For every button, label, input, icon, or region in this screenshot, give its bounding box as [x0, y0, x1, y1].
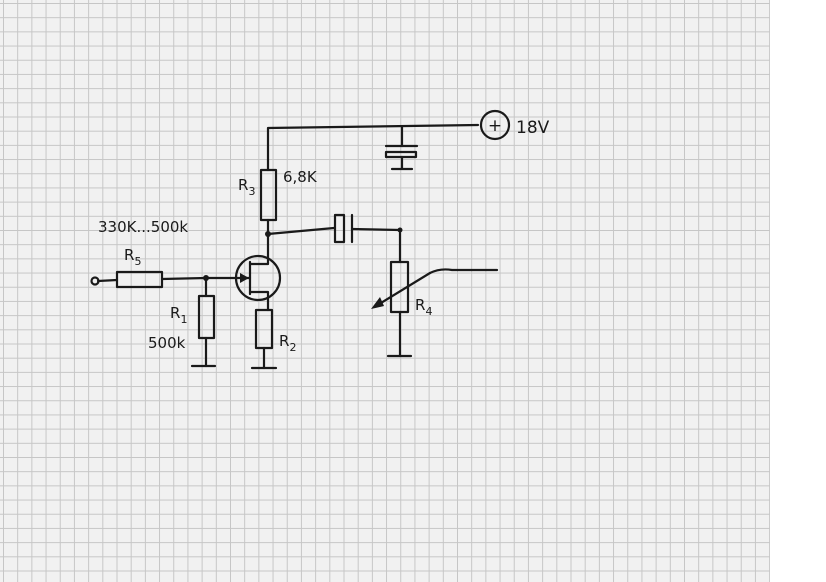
r3-value-label: 6,8K: [283, 168, 318, 186]
resistor-r1: R1 500k: [148, 294, 217, 368]
resistor-r2: R2: [250, 308, 296, 370]
graph-paper-sheet: [0, 0, 770, 582]
r2-designator: R2: [279, 332, 296, 354]
output-coupling-capacitor: [333, 213, 403, 244]
jfet-transistor: [204, 254, 282, 312]
input-terminal: [90, 276, 119, 286]
r4-designator: R4: [415, 296, 432, 318]
resistor-r3: R3 6,8K: [238, 168, 318, 236]
r5-designator: R5: [124, 246, 141, 268]
supply-plus-symbol: +: [488, 116, 502, 136]
r1-value-label: 500k: [148, 334, 186, 352]
supply-bypass-capacitor: [384, 144, 419, 171]
potentiometer-r4: R4: [371, 228, 499, 358]
drain-node: [265, 226, 336, 260]
supply-rail: [266, 123, 480, 172]
r5-value-label: 330K...500k: [98, 218, 188, 236]
supply-terminal: + 18V: [479, 109, 550, 141]
resistor-r5: 330K...500k R5: [98, 218, 208, 289]
r3-designator: R3: [238, 176, 255, 198]
supply-voltage-label: 18V: [516, 118, 550, 138]
gate-node: [203, 275, 209, 298]
r1-designator: R1: [170, 304, 187, 326]
